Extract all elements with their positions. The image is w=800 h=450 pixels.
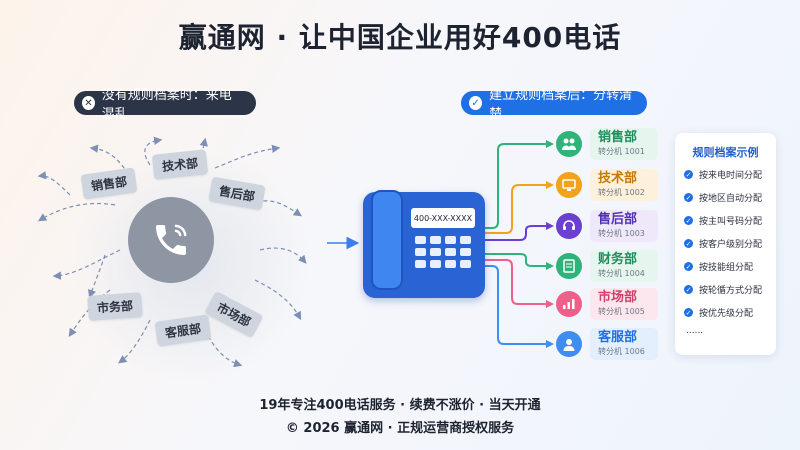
rule-item: ✓按技能组分配 xyxy=(684,262,754,273)
dept-card-tech: 技术部 转分机 1002 xyxy=(590,169,658,201)
dept-name: 售后部 xyxy=(598,212,638,227)
dept-name: 财务部 xyxy=(598,252,638,267)
dept-card-sales: 销售部 转分机 1001 xyxy=(590,128,658,160)
rules-more: ...... xyxy=(686,326,704,336)
rule-item: ✓按地区自动分配 xyxy=(684,193,763,204)
dept-ext: 转分机 1004 xyxy=(598,269,645,278)
people-icon xyxy=(556,131,582,157)
rule-item: ✓按来电时间分配 xyxy=(684,170,763,181)
chart-icon xyxy=(556,291,582,317)
phone-display: 400-XXX-XXXX xyxy=(411,208,475,228)
dept-card-aftersales: 售后部 转分机 1003 xyxy=(590,210,658,242)
chaos-tag-business: 市务部 xyxy=(87,292,143,321)
chaos-banner: ✕ 没有规则档案时：来电混乱 xyxy=(74,88,256,122)
x-circle-icon: ✕ xyxy=(82,96,95,110)
dept-name: 技术部 xyxy=(598,171,638,186)
document-icon xyxy=(556,253,582,279)
rule-item: ✓按轮循方式分配 xyxy=(684,285,763,296)
phone-handset-icon xyxy=(156,224,187,255)
check-circle-icon: ✓ xyxy=(469,96,483,110)
check-icon: ✓ xyxy=(684,170,693,179)
organized-banner-label: 建立规则档案后：分转清楚 xyxy=(489,88,633,122)
dept-ext: 转分机 1001 xyxy=(598,147,645,156)
organized-banner: ✓ 建立规则档案后：分转清楚 xyxy=(461,88,647,122)
dept-ext: 转分机 1006 xyxy=(598,347,645,356)
page-title: 赢通网 · 让中国企业用好400电话 xyxy=(178,21,622,54)
check-icon: ✓ xyxy=(684,285,693,294)
desk-phone: 400-XXX-XXXX xyxy=(363,190,485,300)
rule-item: ✓按主叫号码分配 xyxy=(684,216,763,227)
dept-ext: 转分机 1002 xyxy=(598,188,645,197)
dept-name: 销售部 xyxy=(598,130,638,145)
headset-icon xyxy=(556,213,582,239)
rule-item: ✓按客户级别分配 xyxy=(684,239,763,250)
handset-icon xyxy=(371,190,403,290)
person-icon xyxy=(556,331,582,357)
rules-title: 规则档案示例 xyxy=(692,146,759,159)
dept-ext: 转分机 1003 xyxy=(598,229,645,238)
footer-tagline: 19年专注400电话服务 · 续费不涨价 · 当天开通 xyxy=(259,398,541,413)
check-icon: ✓ xyxy=(684,193,693,202)
dept-ext: 转分机 1005 xyxy=(598,307,645,316)
monitor-icon xyxy=(556,172,582,198)
check-icon: ✓ xyxy=(684,308,693,317)
check-icon: ✓ xyxy=(684,262,693,271)
dept-card-marketing: 市场部 转分机 1005 xyxy=(590,288,658,320)
check-icon: ✓ xyxy=(684,239,693,248)
dept-card-service: 客服部 转分机 1006 xyxy=(590,328,658,360)
dept-name: 市场部 xyxy=(598,290,638,305)
incoming-call-circle xyxy=(128,197,214,283)
rule-item: ✓按优先级分配 xyxy=(684,308,754,319)
footer-copyright: © 2026 赢通网 · 正规运营商授权服务 xyxy=(285,421,515,436)
dept-card-finance: 财务部 转分机 1004 xyxy=(590,250,658,282)
chaos-banner-label: 没有规则档案时：来电混乱 xyxy=(101,88,232,122)
dept-name: 客服部 xyxy=(598,330,638,345)
check-icon: ✓ xyxy=(684,216,693,225)
